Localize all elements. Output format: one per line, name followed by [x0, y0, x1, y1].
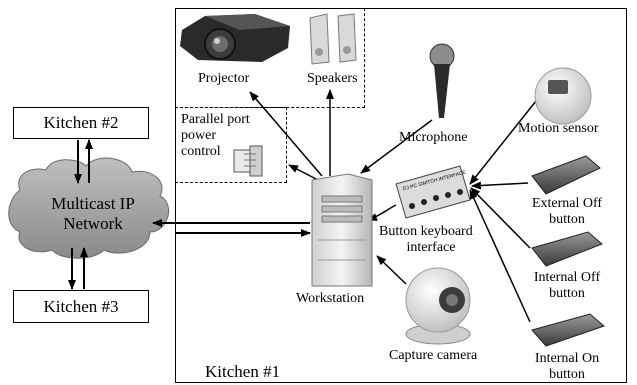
- arrow-cam-to-ws: [376, 255, 407, 285]
- button-icon: [531, 313, 605, 347]
- motion-sensor-icon: [534, 67, 592, 125]
- capture-camera-label: Capture camera: [389, 348, 478, 363]
- parallel-label-line1: Parallel port: [181, 112, 250, 127]
- kitchen-2-box: [13, 107, 149, 139]
- speakers-icon: [309, 13, 357, 65]
- int-off-label-line1: Internal Off: [533, 270, 601, 285]
- network-label-line2: Network: [63, 214, 123, 233]
- int-on-label-line1: Internal On: [534, 351, 600, 366]
- button-icon: [531, 231, 603, 267]
- microphone-icon: [429, 43, 455, 118]
- arrow-motion-to-bki: [469, 95, 541, 185]
- bki-label-line1: Button keyboard: [379, 224, 473, 239]
- kitchen-3-label: Kitchen #3: [43, 297, 119, 316]
- int-off-label-line2: button: [549, 286, 585, 301]
- ext-off-label-line2: button: [549, 212, 585, 227]
- button-interface-icon: [395, 165, 471, 219]
- ext-off-label-line1: External Off: [531, 196, 603, 211]
- speakers-label: Speakers: [307, 71, 358, 86]
- kitchen-2-label: Kitchen #2: [43, 113, 119, 132]
- arrow-intoff-to-bki: [470, 187, 531, 249]
- arrow-ws-to-parallel: [288, 164, 319, 181]
- arrow-extoff-to-bki: [471, 181, 529, 190]
- camera-icon: [405, 267, 471, 345]
- button-icon: [531, 155, 601, 195]
- workstation-icon: [311, 173, 373, 287]
- parallel-port-group: [175, 107, 287, 183]
- parallel-label-line3: control: [181, 144, 221, 159]
- kitchen-3-box: [13, 290, 149, 323]
- workstation-label: Workstation: [296, 291, 365, 306]
- microphone-label: Microphone: [399, 130, 468, 145]
- parallel-connector-icon: [233, 145, 263, 177]
- parallel-label-line2: power: [181, 128, 216, 143]
- cloud-icon: [8, 157, 170, 259]
- network-label-line1: Multicast IP: [51, 194, 135, 213]
- projector-label: Projector: [198, 71, 250, 86]
- kitchen-1-label: Kitchen #1: [205, 362, 281, 381]
- arrow-ws-to-projector: [249, 91, 323, 177]
- arrow-mic-to-ws: [360, 119, 433, 174]
- projector-icon: [180, 14, 290, 62]
- arrow-inton-to-bki: [469, 189, 531, 323]
- motion-sensor-label: Motion sensor: [518, 121, 599, 136]
- int-on-label-line2: button: [549, 367, 585, 382]
- bki-label-line2: interface: [406, 240, 456, 255]
